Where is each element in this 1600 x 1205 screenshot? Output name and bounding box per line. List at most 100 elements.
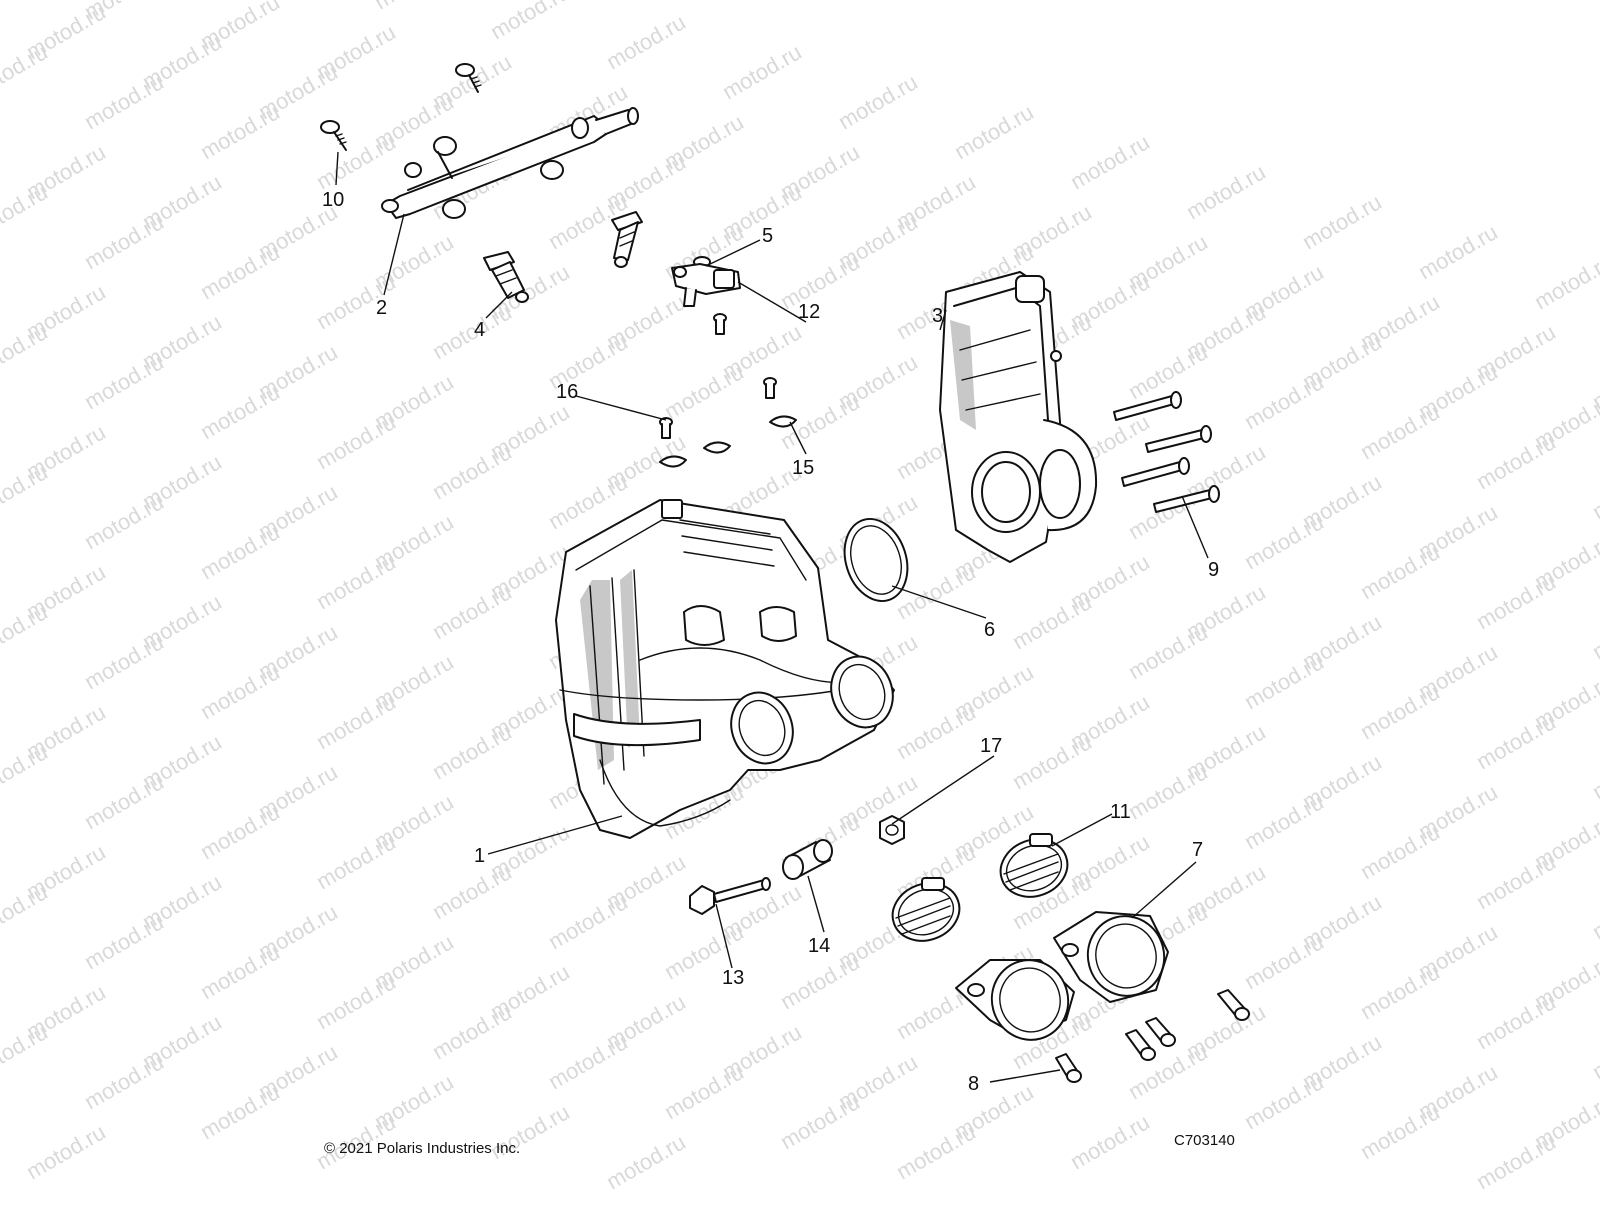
- watermark-text: motod.ru: [1066, 129, 1154, 194]
- watermark-text: motod.ru: [428, 719, 516, 784]
- part-screws-16: [659, 313, 777, 439]
- watermark-text: motod.ru: [0, 879, 52, 944]
- watermark-text: motod.ru: [1472, 709, 1560, 774]
- watermark-text: motod.ru: [1588, 459, 1600, 524]
- part-bolt-10: [320, 120, 347, 151]
- watermark-text: motod.ru: [312, 689, 400, 754]
- watermark-text: motod.ru: [312, 829, 400, 894]
- watermark-text: motod.ru: [776, 949, 864, 1014]
- watermark-text: motod.ru: [196, 1079, 284, 1144]
- part-injector-right: [611, 211, 643, 268]
- watermark-text: motod.ru: [428, 579, 516, 644]
- watermark-text: motod.ru: [1356, 399, 1444, 464]
- watermark-text: motod.ru: [486, 0, 574, 44]
- watermark-text: motod.ru: [1356, 1099, 1444, 1164]
- watermark-text: motod.ru: [1356, 679, 1444, 744]
- part-gasket-6: [843, 517, 909, 603]
- watermark-text: motod.ru: [196, 99, 284, 164]
- watermark-text: motod.ru: [892, 1119, 980, 1184]
- watermark-text: motod.ru: [1240, 929, 1328, 994]
- watermark-text: motod.ru: [892, 699, 980, 764]
- watermark-text: motod.ru: [1588, 1019, 1600, 1084]
- watermark-text: motod.ru: [0, 739, 52, 804]
- part-intake-boot-7a: [955, 959, 1075, 1041]
- watermark-text: motod.ru: [602, 9, 690, 74]
- callout-2: 2: [376, 297, 387, 319]
- watermark-text: motod.ru: [1530, 249, 1600, 314]
- callout-16: 16: [556, 381, 578, 403]
- callout-labels: 1 2 3 4 5 6 7 8 9 10 11 12 13 14 15 16 1…: [322, 189, 1219, 1095]
- watermark-text: motod.ru: [1356, 819, 1444, 884]
- watermark-text: motod.ru: [1240, 369, 1328, 434]
- watermark-text: motod.ru: [1472, 849, 1560, 914]
- callout-8: 8: [968, 1073, 979, 1095]
- part-intake-boot-7b: [1053, 911, 1169, 1003]
- watermark-text: motod.ru: [1356, 539, 1444, 604]
- part-clamp-11b: [999, 833, 1069, 898]
- part-clamp-11a: [891, 877, 961, 942]
- watermark-text: motod.ru: [660, 1059, 748, 1124]
- watermark-text: motod.ru: [1240, 509, 1328, 574]
- watermark-text: motod.ru: [0, 1019, 52, 1084]
- part-throttle-body: [939, 271, 1098, 563]
- diagram-id: C703140: [1174, 1132, 1235, 1149]
- watermark-text: motod.ru: [1008, 589, 1096, 654]
- part-bolts-9: [1113, 391, 1220, 513]
- watermark-text: motod.ru: [1124, 759, 1212, 824]
- copyright-text: © 2021 Polaris Industries Inc.: [324, 1140, 521, 1157]
- watermark-text: motod.ru: [80, 769, 168, 834]
- callout-3: 3: [932, 305, 943, 327]
- watermark-text: motod.ru: [834, 69, 922, 134]
- watermark-text: motod.ru: [312, 129, 400, 194]
- watermark-text: motod.ru: [544, 1029, 632, 1094]
- watermark-text: motod.ru: [80, 349, 168, 414]
- watermark-text: motod.ru: [602, 1129, 690, 1194]
- watermark-text: motod.ru: [0, 179, 52, 244]
- callout-13: 13: [722, 967, 744, 989]
- callout-9: 9: [1208, 559, 1219, 581]
- watermark-text: motod.ru: [22, 1119, 110, 1184]
- callout-6: 6: [984, 619, 995, 641]
- part-map-sensor: [671, 263, 741, 307]
- watermark-text: motod.ru: [544, 889, 632, 954]
- watermark-text: motod.ru: [428, 999, 516, 1064]
- watermark-text: motod.ru: [428, 859, 516, 924]
- callout-14: 14: [808, 935, 830, 957]
- part-spacer-14: [782, 839, 833, 880]
- callout-1: 1: [474, 845, 485, 867]
- part-bolts-8: [1055, 989, 1250, 1083]
- callout-11: 11: [1110, 801, 1131, 823]
- watermark-text: motod.ru: [1472, 1129, 1560, 1194]
- watermark-text: motod.ru: [196, 659, 284, 724]
- watermark-text: motod.ru: [776, 1089, 864, 1154]
- watermark-text: motod.ru: [80, 69, 168, 134]
- watermark-text: motod.ru: [80, 629, 168, 694]
- part-bolt-13: [689, 877, 771, 915]
- watermark-text: motod.ru: [1298, 189, 1386, 254]
- watermark-text: motod.ru: [312, 549, 400, 614]
- watermark-text: motod.ru: [80, 909, 168, 974]
- watermark-text: motod.ru: [660, 359, 748, 424]
- watermark-text: motod.ru: [80, 489, 168, 554]
- watermark-text: motod.ru: [312, 409, 400, 474]
- part-nut-17: [879, 815, 905, 845]
- watermark-text: motod.ru: [1472, 569, 1560, 634]
- watermark-text: motod.ru: [950, 99, 1038, 164]
- watermark-text: motod.ru: [1124, 339, 1212, 404]
- callout-4: 4: [474, 319, 485, 341]
- watermark-text: motod.ru: [428, 299, 516, 364]
- watermark-text: motod.ru: [196, 379, 284, 444]
- watermark-text: motod.ru: [718, 39, 806, 104]
- watermark-text: motod.ru: [428, 439, 516, 504]
- watermark-text: motod.ru: [196, 799, 284, 864]
- watermark-text: motod.ru: [1588, 599, 1600, 664]
- callout-10: 10: [322, 189, 344, 211]
- watermark-text: motod.ru: [1182, 159, 1270, 224]
- watermark-text: motod.ru: [1124, 619, 1212, 684]
- leader-lines: [335, 151, 1209, 1083]
- watermark-text: motod.ru: [196, 519, 284, 584]
- callout-17: 17: [980, 735, 1002, 757]
- watermark-text: motod.ru: [1588, 879, 1600, 944]
- part-injector-left: [483, 251, 529, 303]
